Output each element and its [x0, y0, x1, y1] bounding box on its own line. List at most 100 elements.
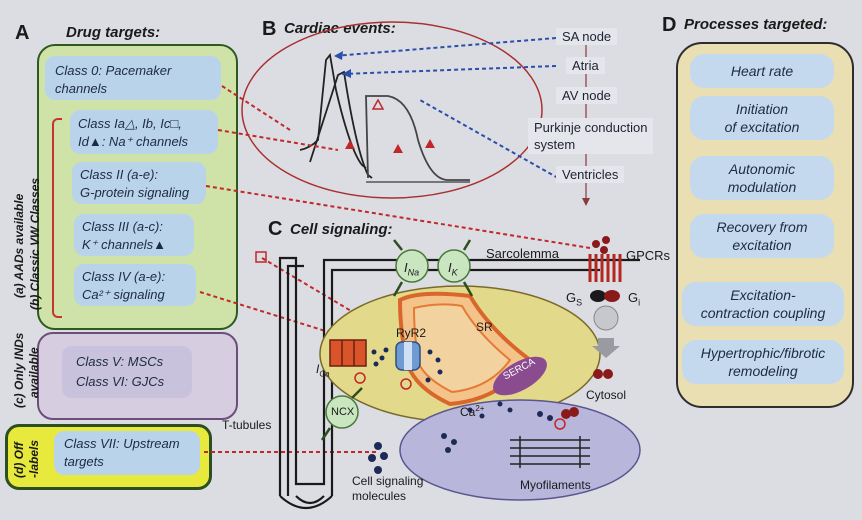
sr-label: SR	[476, 320, 493, 334]
gs-protein	[590, 290, 606, 302]
class-7-line1: Class VII: Upstream	[64, 436, 180, 451]
sa-node-link	[333, 37, 557, 57]
ligand-dot-2	[602, 236, 610, 244]
ncx-exchanger	[325, 395, 359, 429]
class-5-6-box: Class V: MSCs Class VI: GJCs	[62, 346, 192, 398]
ncx-arrow-out	[320, 427, 332, 441]
ap-filled-triangle-marker-1	[393, 144, 403, 153]
process-autonomic: Autonomic modulation	[690, 156, 834, 200]
myofilaments-label: Myofilaments	[520, 478, 591, 492]
class-4-link	[199, 291, 349, 339]
class-4-box: Class IV (a-e): Ca²⁺ signaling	[74, 264, 196, 306]
signal-down-arrow	[592, 338, 620, 358]
ica-channel	[329, 339, 367, 367]
calcium-label: Ca2+	[460, 404, 485, 419]
ncx-label: NCX	[331, 406, 355, 418]
t-tubule-bottom-outer	[279, 495, 333, 509]
class-1-link	[217, 129, 339, 151]
globe-signaling-icon	[593, 305, 619, 331]
ik-label: IK	[448, 260, 458, 278]
class-4-line2: Ca²⁺ signaling	[82, 287, 165, 302]
ina-label: INa	[404, 260, 420, 278]
signaling-molecules-line2: molecules	[352, 489, 407, 503]
gpcr-receptor	[588, 254, 622, 282]
gi-label: Gi	[628, 290, 641, 308]
class-7-box: Class VII: Upstream targets	[54, 431, 200, 475]
process-recovery-line2: excitation	[732, 237, 792, 253]
t-tubule-bottom	[295, 495, 325, 505]
t-tubules-label: T-tubules	[222, 418, 272, 432]
event-av-node: AV node	[556, 87, 617, 104]
event-sa-node: SA node	[556, 28, 618, 45]
calcium-ions	[371, 347, 513, 419]
process-recovery: Recovery from excitation	[690, 214, 834, 258]
myo-block-marker	[554, 418, 566, 430]
panel-d-letter: D	[662, 14, 677, 36]
class-1-line2: Id▲: Na⁺ channels	[78, 134, 189, 149]
event-purkinje-line1: Purkinje conduction	[534, 120, 648, 135]
ina-arrow-out	[393, 239, 403, 251]
panel-d-title: Processes targeted:	[684, 16, 828, 33]
ica-label: ICa	[316, 362, 330, 379]
myofilament-ca-dots	[441, 411, 553, 453]
process-ec-coupling-line1: Excitation-	[730, 287, 796, 303]
class-6-label: Class VI: GJCs	[76, 374, 165, 389]
ligand-dot-1	[592, 240, 600, 248]
class-1-box: Class Ia△, Ib, Ic□, Id▲: Na⁺ channels	[70, 110, 218, 154]
class-3-line2: K⁺ channels▲	[82, 237, 167, 252]
ligand-dot-3	[600, 246, 608, 254]
gs-label: GS	[566, 290, 583, 308]
serca-pump	[493, 356, 547, 396]
gpcrs-label: GPCRs	[626, 248, 671, 263]
class-bracket	[52, 118, 62, 318]
process-autonomic-line2: modulation	[727, 179, 797, 195]
gi-protein	[604, 290, 620, 302]
class-4-line1: Class IV (a-e):	[82, 269, 166, 284]
atria-link	[341, 65, 557, 75]
class-0-line1: Class 0: Pacemaker	[55, 63, 172, 78]
signaling-molecules	[368, 442, 388, 474]
signaling-molecules-label: Cell signaling molecules	[352, 474, 423, 504]
class-0-box: Class 0: Pacemaker channels	[45, 56, 221, 100]
class-2-line1: Class II (a-e):	[80, 167, 159, 182]
ryr2-label: RyR2	[396, 326, 427, 340]
panel-c-title: Cell signaling:	[290, 221, 393, 238]
panel-a-title: Drug targets:	[66, 24, 161, 41]
myofilament-bundles	[510, 436, 590, 468]
class-2-link	[205, 185, 591, 249]
panel-a-letter: A	[15, 22, 30, 44]
ventricles-link	[419, 99, 559, 179]
class-0-link	[221, 85, 291, 131]
event-atria: Atria	[566, 57, 605, 74]
cytosol-messenger-2	[603, 369, 613, 379]
ryr2-pore	[404, 342, 412, 370]
class-3-box: Class III (a-c): K⁺ channels▲	[74, 214, 194, 256]
process-initiation-line1: Initiation	[735, 101, 789, 117]
ik-arrow-in	[462, 281, 474, 297]
process-heart-rate: Heart rate	[690, 54, 834, 88]
ina-channel	[395, 249, 429, 283]
myo-messenger-1	[561, 409, 571, 419]
class-7-line2: targets	[64, 454, 104, 469]
class-1-line1: Class Ia△, Ib, Ic□,	[78, 116, 182, 131]
cytosol-messenger-1	[593, 369, 603, 379]
process-autonomic-line1: Autonomic	[728, 161, 796, 177]
cytosol-label: Cytosol	[586, 388, 627, 402]
t-tubule-inner-left	[286, 264, 304, 496]
ap-open-triangle-marker	[371, 98, 385, 110]
process-ec-coupling: Excitation-contraction coupling	[682, 282, 844, 326]
panel-c-letter: C	[268, 218, 283, 240]
ncx-arrow-in	[351, 387, 363, 399]
sarcolemma-label: Sarcolemma	[486, 246, 559, 261]
action-potential-ellipse	[241, 21, 543, 199]
event-purkinje: Purkinje conduction system	[528, 118, 654, 154]
event-ventricles: Ventricles	[556, 166, 625, 183]
ina-arrow-in	[392, 281, 404, 297]
ik-channel	[437, 249, 471, 283]
process-heart-rate-line1: Heart rate	[730, 63, 794, 79]
process-recovery-line1: Recovery from	[716, 219, 808, 235]
ap-filled-triangle-marker-2	[425, 139, 435, 148]
open-square-marker	[255, 251, 267, 263]
